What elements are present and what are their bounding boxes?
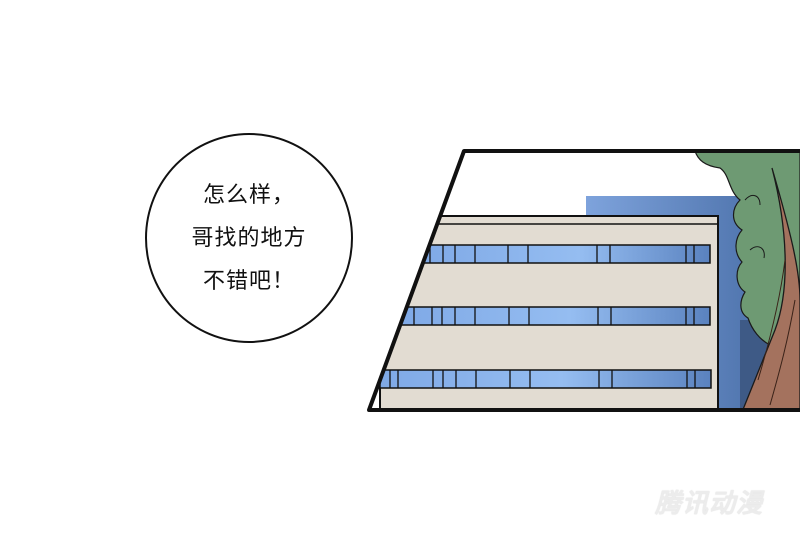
tree-trunk-shape bbox=[741, 167, 800, 410]
speech-line-2: 哥找的地方 bbox=[191, 225, 307, 251]
watermark-logo: 腾讯动漫 bbox=[655, 489, 764, 519]
panel-border bbox=[367, 149, 800, 412]
speech-bubble: 怎么样， 哥找的地方 不错吧！ bbox=[145, 133, 353, 343]
speech-line-3: 不错吧！ bbox=[202, 268, 295, 294]
tree-foliage-shape bbox=[694, 151, 800, 351]
speech-line-1: 怎么样， bbox=[202, 182, 295, 208]
